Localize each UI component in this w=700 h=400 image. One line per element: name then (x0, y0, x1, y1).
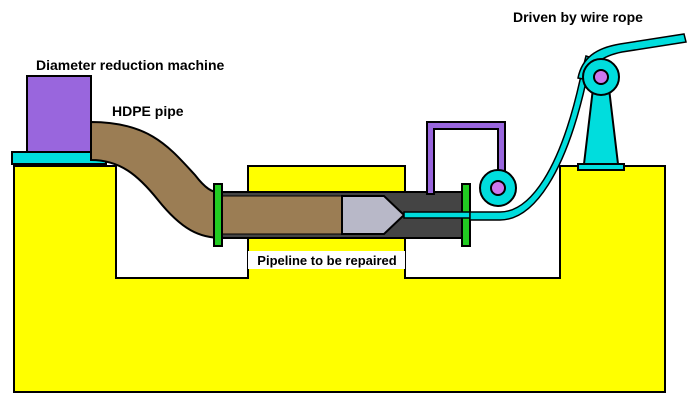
pull-rod (403, 211, 471, 219)
winch-base (577, 163, 625, 171)
label-hdpe-pipe: HDPE pipe (112, 103, 184, 119)
diameter-reduction-machine (26, 75, 92, 153)
flange-left (213, 183, 223, 247)
label-wire-rope: Driven by wire rope (513, 9, 643, 25)
guide-pulley-inner (490, 180, 506, 196)
winch-drum-inner (593, 69, 609, 85)
hdpe-pipe-inner (221, 195, 343, 235)
label-pipeline: Pipeline to be repaired (257, 253, 396, 268)
label-pipeline-bg (248, 251, 405, 269)
label-machine: Diameter reduction machine (36, 57, 224, 73)
pulling-cone (341, 195, 406, 235)
ground-trench (13, 165, 666, 393)
